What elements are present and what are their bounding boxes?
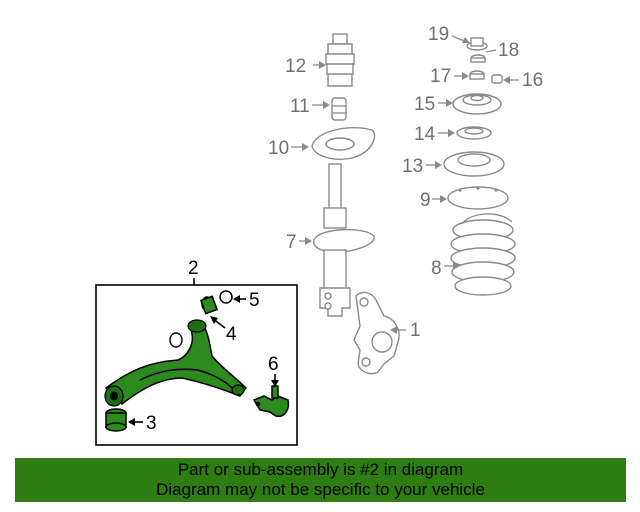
part-16-nut[interactable] (491, 74, 503, 84)
part-18-washer[interactable] (470, 54, 486, 63)
part-3-bushing[interactable] (105, 408, 127, 432)
callout-14: 14 (414, 124, 436, 145)
part-6-ball-joint[interactable] (252, 385, 290, 418)
part-10-spring-seat[interactable] (311, 127, 376, 160)
part-17-bushing[interactable] (469, 70, 485, 80)
part-4-bushing[interactable] (200, 295, 218, 315)
part-13-upper-spring-seat[interactable] (443, 151, 505, 177)
leader-7-arrow (305, 237, 312, 245)
part-8-coil-spring[interactable] (450, 213, 516, 296)
banner-line-1: Part or sub-assembly is #2 in diagram (177, 460, 464, 479)
callout-13: 13 (402, 156, 423, 177)
leader-16-arrow (503, 76, 510, 84)
leader-18 (485, 49, 497, 53)
subassembly-2-box[interactable] (95, 284, 298, 446)
callout-1: 1 (410, 320, 421, 341)
part-19-nut[interactable] (466, 37, 488, 51)
leader-14-arrow (448, 129, 455, 137)
callout-11: 11 (290, 96, 310, 117)
callout-18: 18 (498, 40, 519, 61)
callout-12: 12 (285, 56, 306, 77)
callout-7: 7 (286, 232, 297, 253)
part-7-strut[interactable] (313, 163, 375, 317)
leader-19-arrow (462, 37, 470, 43)
leader-17-arrow (462, 72, 469, 80)
leader-3-arrow (128, 418, 135, 426)
banner-line-2: Diagram may not be specific to your vehi… (156, 480, 485, 499)
part-5-ring[interactable] (219, 290, 233, 304)
callout-6: 6 (268, 354, 279, 375)
part-9-insulator[interactable] (447, 186, 509, 210)
leader-11-arrow (323, 101, 330, 109)
callout-17: 17 (430, 66, 451, 87)
part-14-bearing[interactable] (456, 126, 492, 140)
callout-19: 19 (428, 24, 449, 45)
leader-1-arrow (390, 326, 397, 334)
callout-5: 5 (249, 290, 260, 311)
part-12-dust-boot[interactable] (325, 33, 355, 87)
callout-3: 3 (146, 413, 157, 434)
ring-washer (169, 332, 183, 348)
callout-8: 8 (431, 258, 442, 279)
callout-4: 4 (226, 324, 237, 345)
callout-9: 9 (420, 190, 431, 211)
leader-8-arrow (453, 262, 460, 270)
leader-6-arrow (271, 380, 279, 387)
callout-10: 10 (268, 138, 289, 159)
callout-16: 16 (522, 70, 543, 91)
leader-15-arrow (446, 99, 453, 107)
callout-15: 15 (414, 94, 435, 115)
part-2-lower-control-arm[interactable] (104, 319, 247, 407)
leader-13-arrow (435, 161, 442, 169)
leader-10-arrow (302, 143, 309, 151)
leader-9-arrow (440, 195, 447, 203)
callout-2: 2 (188, 258, 199, 279)
part-1-knuckle[interactable] (353, 291, 400, 375)
info-banner: Part or sub-assembly is #2 in diagram Di… (15, 458, 626, 502)
leader-12-arrow (319, 61, 326, 69)
leader-5-arrow (233, 295, 240, 303)
part-15-strut-mount[interactable] (452, 93, 502, 115)
part-11-bumper[interactable] (331, 97, 347, 121)
leader-4-arrow (210, 316, 218, 324)
